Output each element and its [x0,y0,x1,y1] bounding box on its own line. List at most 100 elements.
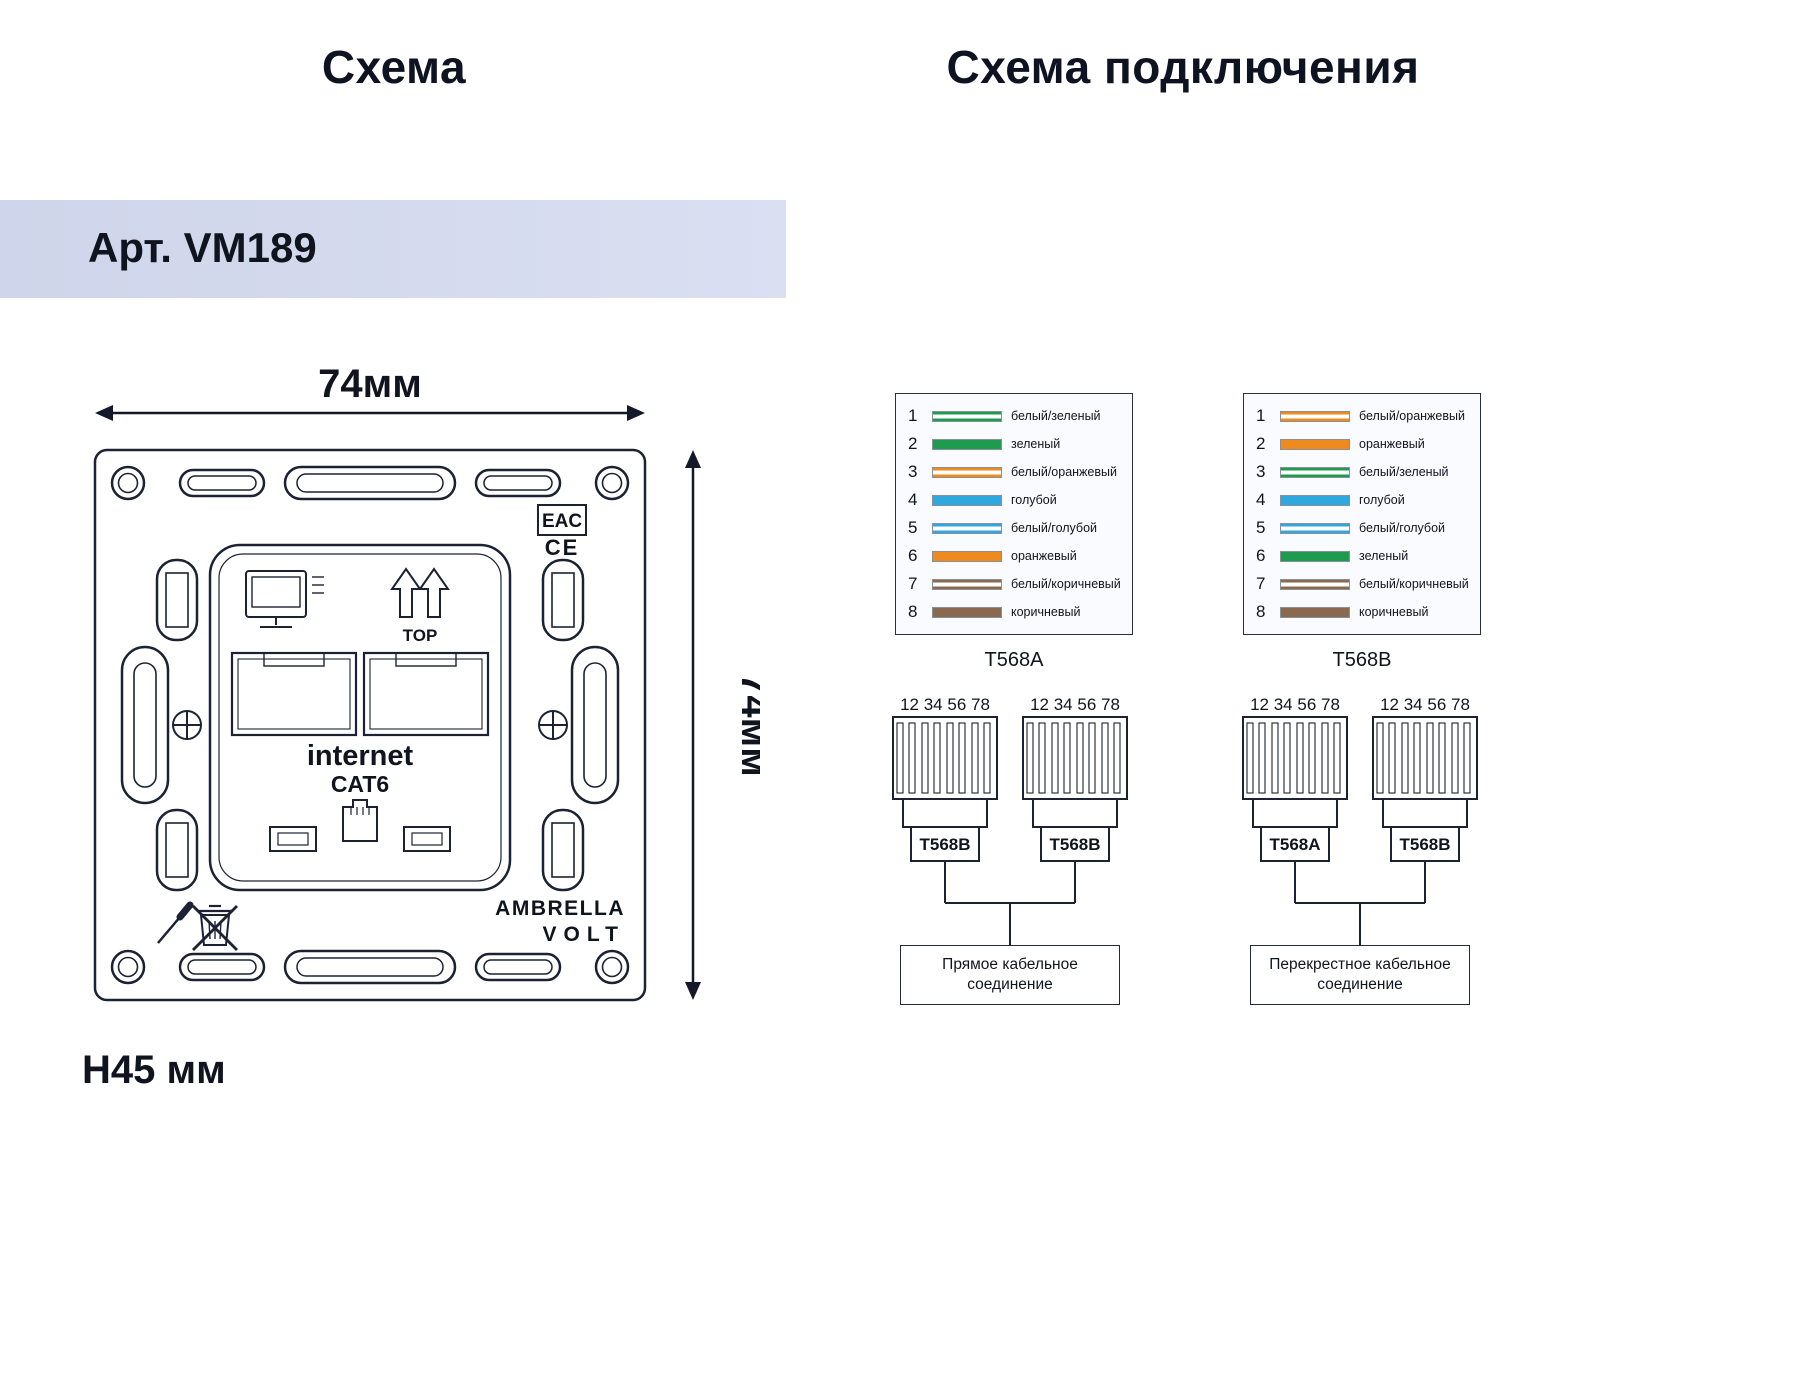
wire-color-swatch [1280,438,1350,450]
wire-color-swatch [932,410,1002,422]
ce-mark: CE [545,535,580,560]
wire-number: 7 [1256,574,1266,593]
wire-number: 3 [908,462,918,481]
wire-color-label: белый/зеленый [1359,465,1449,479]
wire-color-swatch [1280,410,1350,422]
wire-color-label: оранжевый [1011,549,1077,563]
wire-number: 1 [1256,406,1266,425]
connector-outlines [892,716,1128,945]
connector-outlines [1242,716,1478,945]
article-number: Арт. VM189 [88,224,317,271]
disposal-icons [157,901,238,951]
wire-number: 3 [1256,462,1266,481]
socket-module: TOP internet CAT6 [208,543,512,892]
right-column-title: Схема подключения [946,41,1420,93]
screwdriver-icon [157,901,194,944]
mounting-plate-outline [93,448,647,1002]
wire-color-swatch [932,522,1002,534]
wire-color-label: белый/голубой [1011,521,1098,535]
t568b-table: 1 белый/оранжевый 2 оранжевый 3 белый/зелен… [1243,393,1481,635]
wire-row: 8 коричневый [896,598,1132,626]
wire-color-label: белый/оранжевый [1359,409,1465,423]
wire-color-label: оранжевый [1359,437,1425,451]
wire-row: 5 белый/голубой [896,514,1132,542]
port-label-line2: CAT6 [331,771,389,797]
wire-number: 2 [1256,434,1266,453]
wire-color-swatch [932,494,1002,506]
crossover-cable-pair-diagram: 12 34 56 78 12 34 56 78 T568A T568B [1242,695,1478,945]
socket-mechanism-drawing: 74мм 74мм [93,362,760,1002]
wire-color-swatch [1280,606,1350,618]
wire-number: 2 [908,434,918,453]
t568b-group: 1 белый/оранжевый 2 оранжевый 3 белый/зелен… [1243,393,1481,672]
wire-number: 4 [1256,490,1266,509]
wire-number: 6 [908,546,918,565]
computer-icon [245,570,324,628]
wire-number: 7 [908,574,918,593]
side-screws [172,710,568,740]
wire-color-swatch [932,466,1002,478]
wire-row: 2 зеленый [896,430,1132,458]
wire-color-label: белый/коричневый [1011,577,1121,591]
crossover-connection-caption: Перекрестное кабельное соединение [1250,945,1470,1006]
pin-numbers-label: 12 34 56 78 [1250,695,1340,714]
height-dimension: 74мм [685,450,760,1000]
height-dimension-label: 74мм [733,673,760,777]
wire-number: 4 [908,490,918,509]
wire-color-label: коричневый [1011,605,1081,619]
wire-color-label: белый/оранжевый [1011,465,1117,479]
connector-standard-label: T568B [1049,835,1100,854]
connector-standard-label: T568A [1269,835,1320,854]
wire-color-swatch [1280,494,1350,506]
top-orientation-arrows [390,567,450,618]
article-band: Арт. VM189 [0,200,786,298]
wire-color-label: белый/коричневый [1359,577,1469,591]
wire-row: 3 белый/оранжевый [896,458,1132,486]
pin-numbers-label: 12 34 56 78 [1380,695,1470,714]
terminal-latches [269,826,451,852]
wire-color-swatch [1280,466,1350,478]
no-trash-icon [192,904,238,951]
mount-depth-label: H45 мм [82,1048,226,1092]
wire-color-label: зеленый [1359,549,1409,563]
brand-line1: AMBRELLA [495,897,625,920]
wire-row: 7 белый/коричневый [1244,570,1480,598]
top-label: TOP [403,626,438,645]
wire-color-swatch [932,438,1002,450]
pin-numbers-label: 12 34 56 78 [900,695,990,714]
straight-cable-pair-diagram: 12 34 56 78 12 34 56 78 T568B T568B [892,695,1128,945]
connector-standard-label: T568B [1399,835,1450,854]
wire-number: 6 [1256,546,1266,565]
rj45-port-openings [230,651,490,737]
certification-marks: EAC CE [537,504,587,560]
column-divider [786,143,793,1400]
wire-color-label: белый/зеленый [1011,409,1101,423]
wire-number: 5 [908,518,918,537]
brand-logo: AMBRELLA VOLT [495,897,625,946]
wire-color-label: голубой [1011,493,1057,507]
brand-line2: VOLT [543,923,625,946]
wire-row: 2 оранжевый [1244,430,1480,458]
pin-numbers-label: 12 34 56 78 [1030,695,1120,714]
wire-color-swatch [932,606,1002,618]
left-column-title: Схема [321,41,467,93]
wire-row: 7 белый/коричневый [896,570,1132,598]
port-label-line1: internet [307,740,414,772]
wire-color-swatch [932,578,1002,590]
wire-row: 3 белый/зеленый [1244,458,1480,486]
wire-number: 8 [908,602,918,621]
straight-connection-caption: Прямое кабельное соединение [900,945,1120,1006]
wire-color-swatch [932,550,1002,562]
wire-color-label: зеленый [1011,437,1061,451]
t568b-title: T568B [1332,649,1392,671]
wire-row: 1 белый/оранжевый [1244,402,1480,430]
wire-color-label: белый/голубой [1359,521,1446,535]
wire-row: 6 оранжевый [896,542,1132,570]
